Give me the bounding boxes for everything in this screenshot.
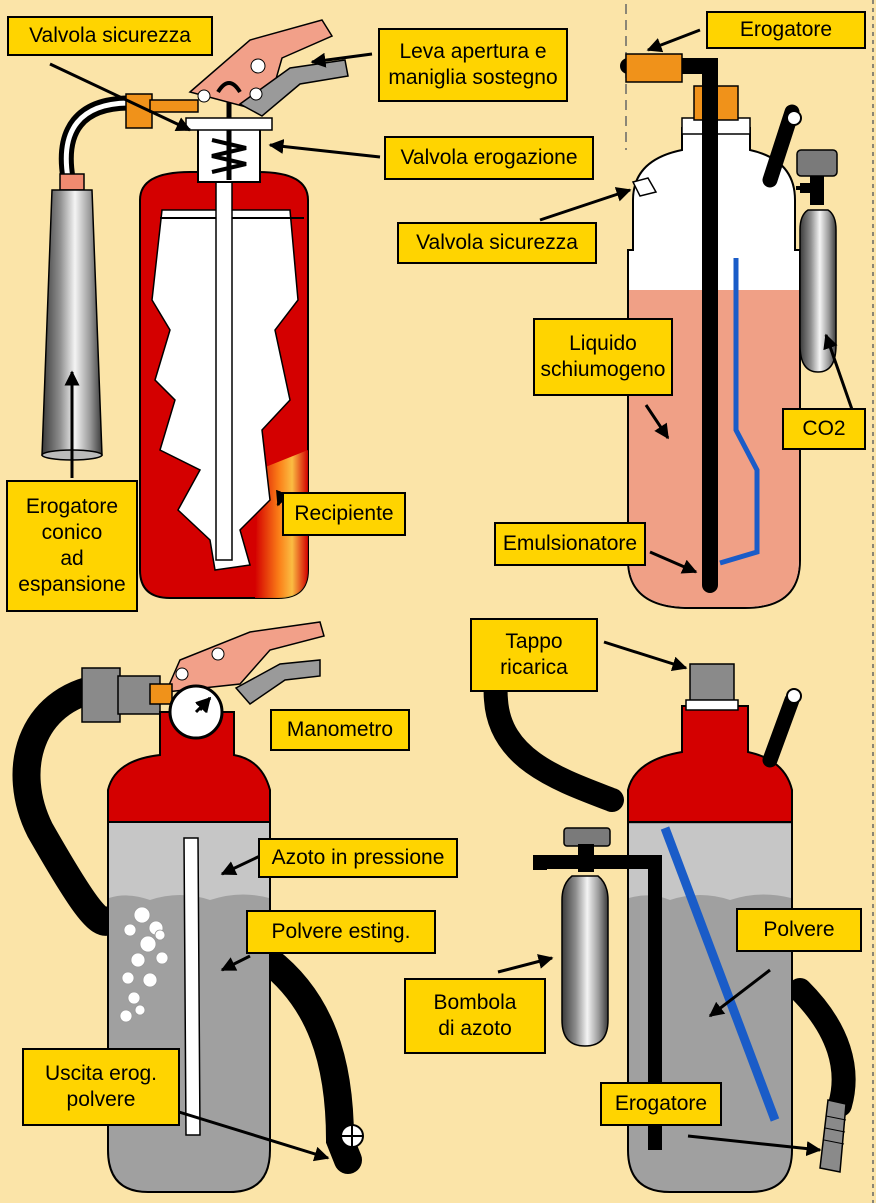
label-leva-apertura: Leva apertura e maniglia sostegno [378, 28, 568, 102]
arrow-polvere-esting [220, 954, 251, 972]
label-recipiente: Recipiente [282, 492, 406, 536]
arrow-erogatore-4 [687, 1134, 822, 1157]
label-bombola-azoto: Bombola di azoto [404, 978, 546, 1054]
label-liquido-schiumogeno: Liquido schiumogeno [533, 318, 673, 396]
arrow-valvola-sicurezza-1 [49, 62, 192, 132]
pointer-arrows [49, 28, 857, 1162]
arrow-leva [310, 52, 373, 68]
arrow-emulsionatore [649, 550, 698, 574]
arrow-valvola-erogazione [268, 139, 381, 159]
arrow-azoto [220, 854, 261, 876]
label-azoto-pressione: Azoto in pressione [258, 838, 458, 878]
label-erogatore-conico: Erogatore conico ad espansione [6, 480, 138, 612]
stored-pressure-powder-extinguisher [12, 621, 364, 1193]
label-valvola-erogazione: Valvola erogazione [384, 136, 594, 180]
label-valvola-sicurezza-co2: Valvola sicurezza [7, 16, 213, 56]
arrow-manometro [195, 696, 212, 714]
arrow-tappo [603, 640, 688, 672]
co2-extinguisher [41, 19, 349, 599]
arrow-erogatore-2 [646, 28, 701, 53]
label-tappo-ricarica: Tappo ricarica [470, 618, 598, 692]
arrow-liquido [644, 404, 670, 440]
label-erogatore-powder: Erogatore [600, 1082, 722, 1126]
label-manometro: Manometro [270, 709, 410, 751]
label-erogatore-foam: Erogatore [706, 11, 866, 49]
label-uscita-erog-polvere: Uscita erog. polvere [22, 1048, 180, 1126]
label-emulsionatore: Emulsionatore [494, 522, 646, 566]
arrow-co2 [823, 333, 857, 419]
label-polvere: Polvere [736, 908, 862, 952]
arrow-recipiente [276, 489, 290, 507]
label-valvola-sicurezza-foam: Valvola sicurezza [397, 222, 597, 264]
arrow-polvere [708, 968, 771, 1018]
arrow-bombola [497, 954, 554, 974]
label-co2: CO2 [782, 408, 866, 450]
label-polvere-esting: Polvere esting. [246, 910, 436, 954]
arrow-valvola-sicurezza-2 [539, 187, 632, 222]
